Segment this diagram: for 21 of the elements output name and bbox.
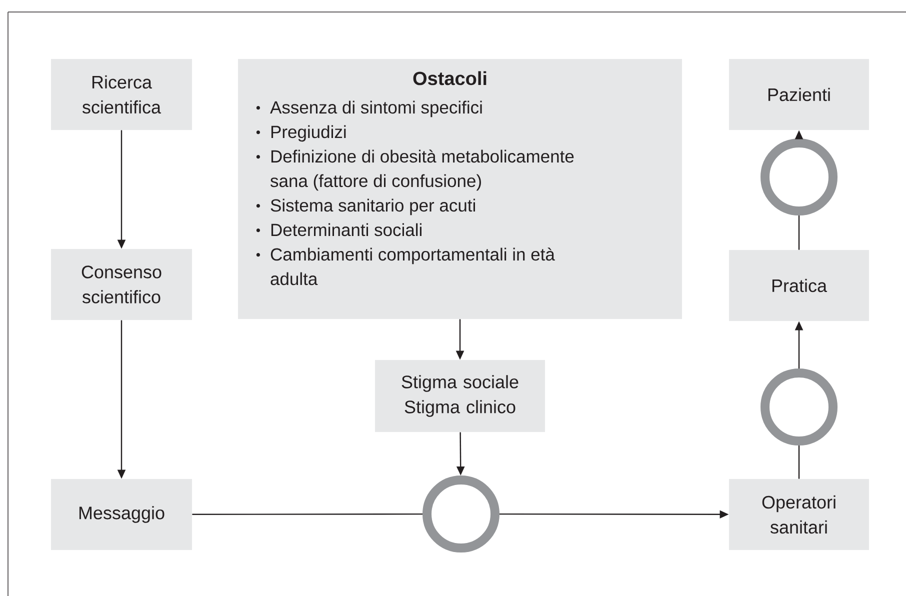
node-label: Sistema sanitario per acuti <box>270 198 475 216</box>
connector-line <box>798 216 800 250</box>
connector-line <box>192 513 422 515</box>
ring <box>760 368 838 446</box>
process-box: Pazienti <box>729 59 869 130</box>
node-label: Ostacoli <box>413 71 486 86</box>
node-label: Cambiamenti comportamentali in età adulta <box>270 248 555 286</box>
obstacles-box <box>238 59 682 319</box>
node-label: Assenza di sintomi specifici <box>270 100 482 118</box>
ring <box>760 138 838 216</box>
process-box: Stigma sociale Stigma clinico <box>375 360 545 432</box>
node-label: Determinanti sociali <box>271 223 422 236</box>
ring <box>422 476 500 552</box>
process-box: Ricerca scientifica <box>51 59 192 130</box>
process-box: Consenso scientifico <box>51 249 192 320</box>
process-box: Messaggio <box>51 479 192 550</box>
connector-line <box>798 446 800 479</box>
node-label: Definizione di obesità metabolicamente sana (fattore di confusione) <box>270 150 574 191</box>
node-label: Pregiudizi <box>271 125 346 142</box>
process-box: Operatori sanitari <box>729 479 869 550</box>
process-box: Pratica <box>729 250 869 321</box>
